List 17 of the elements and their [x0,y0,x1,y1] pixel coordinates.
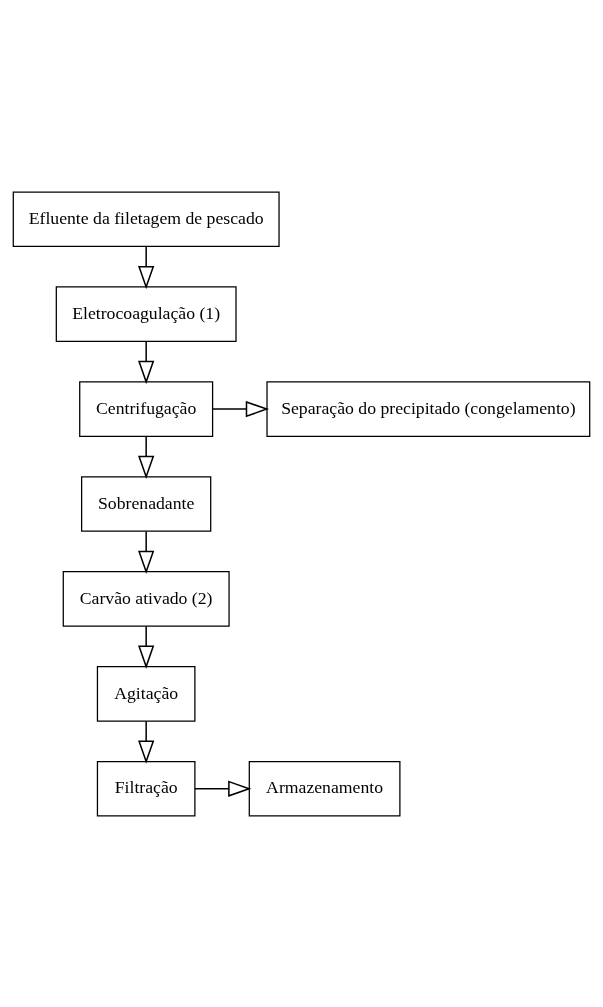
arrow [138,340,155,384]
node-box: Efluente da filetagem de pescado [12,190,280,247]
arrow [138,720,155,764]
node-box: Centrifugação [79,380,214,437]
node-box: Sobrenadante [81,475,212,532]
node-box: Filtração [96,760,196,817]
arrow [194,780,252,797]
node-box: Carvão ativado (2) [62,570,230,627]
node-box: Eletrocoagulação (1) [55,285,237,342]
node-box: Armazenamento [248,760,401,817]
arrow [138,435,155,479]
node-box: Separação do precipitado (congelamento) [266,380,591,437]
arrow [138,530,155,574]
arrow [138,625,155,669]
arrow [212,400,270,417]
node-box: Agitação [96,665,196,722]
arrow [138,245,155,289]
